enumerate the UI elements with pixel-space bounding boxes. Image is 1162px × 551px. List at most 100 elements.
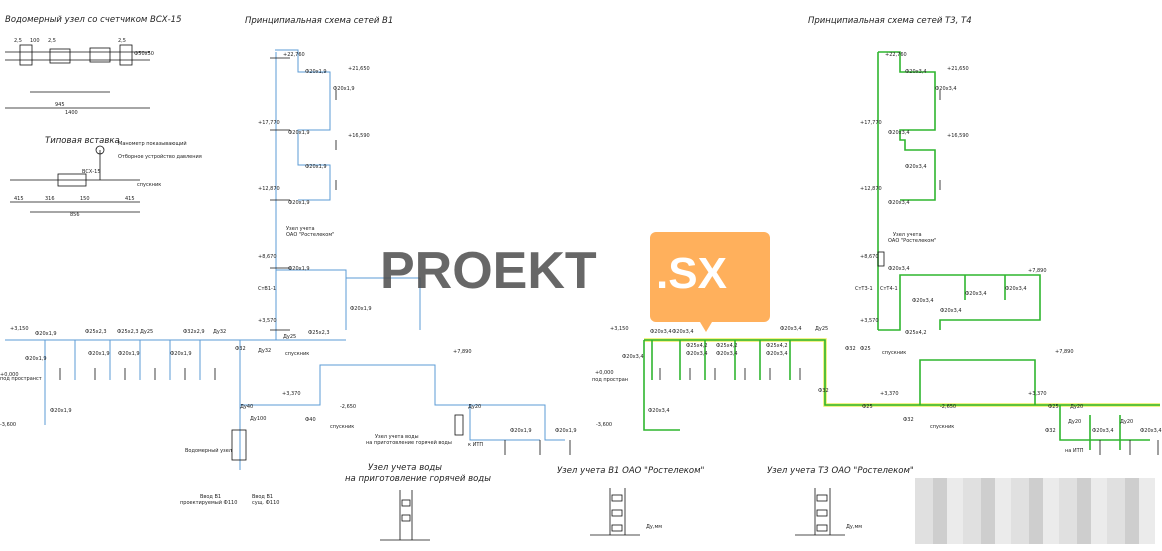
t3-p-19: Ф20х3,4 <box>716 351 738 357</box>
node-t3-note: Ду,мм <box>846 524 862 530</box>
b1-p-9: Ду25 <box>283 334 296 340</box>
b1-p-8: Ф25х2,3 <box>308 330 330 336</box>
b1-el-12: -2,650 <box>340 404 356 410</box>
dim-left-b: 100 <box>30 38 40 44</box>
b1-el-11: +3,370 <box>282 391 301 397</box>
insert-pressure: Отборное устройство давления <box>118 153 202 160</box>
b1-spusk: спускник <box>285 351 309 357</box>
t3-el-13: +7,890 <box>1055 349 1074 355</box>
t3-p-23: Ду25 <box>815 326 828 332</box>
t3-p-7: Ф20х3,4 <box>912 298 934 304</box>
b1-p-14: Ф32х2,9 <box>183 329 205 335</box>
b1-el-4: +16,590 <box>348 133 370 139</box>
t3-p-37: СтТ4-1 <box>880 286 898 292</box>
t3-el-7: +3,570 <box>860 318 879 324</box>
watermark-left: PROEKT <box>380 242 597 300</box>
t3-p-10: Ф20х3,4 <box>1005 286 1027 292</box>
watermark: PROEKT .SX <box>380 232 770 332</box>
b1-p-23: Ду40 <box>240 404 253 410</box>
t3-p-9: Ф20х3,4 <box>940 308 962 314</box>
node-hot-detail <box>380 490 430 541</box>
b1-el-10: -3,600 <box>0 422 16 428</box>
dim-left-c: 2,5 <box>48 38 56 44</box>
b1-el-13: +7,890 <box>453 349 472 355</box>
dim-left-d: 2,5 <box>118 38 126 44</box>
t3-p-1: Ф20х3,4 <box>905 69 927 75</box>
t3-el-8: +3,150 <box>610 326 629 332</box>
b1-p-28: Ф20х1,9 <box>555 428 577 434</box>
dim-left-a: 2,5 <box>14 38 22 44</box>
b1-elevation-marks <box>270 57 290 331</box>
dim-left-total: 945 <box>55 102 65 108</box>
t3-p-13: Ф20х3,4 <box>672 329 694 335</box>
t3-el-10: -3,600 <box>596 422 612 428</box>
water-meter-unit-b1 <box>231 429 247 461</box>
b1-el-8: +3,150 <box>10 326 29 332</box>
t3-p-11: Ф25х4,2 <box>905 330 927 336</box>
water-meter-node: 945 1400 2,5 100 2,5 2,5 Ф50х50 <box>5 38 154 116</box>
b1-p-24: Ду100 <box>250 416 266 422</box>
dim-left-1400: 1400 <box>65 110 78 116</box>
title-node-hot-l2: на приготовление горячей воды <box>345 474 491 484</box>
b1-p-10: Ф20х1,9 <box>35 331 57 337</box>
t3-el-9: +0,000 <box>595 370 614 376</box>
b1-p-13: Ду25 <box>140 329 153 335</box>
b1-risers <box>5 49 565 470</box>
t3-p-25: Ф25 <box>860 346 871 352</box>
b1-p-21: Ф32 <box>235 346 246 352</box>
t3-pod: под простран <box>592 377 628 383</box>
title-node-b1: Узел учета В1 ОАО "Ростелеком" <box>557 466 705 476</box>
b1-p-25: Ф40 <box>305 417 316 423</box>
b1-p-12: Ф25х2,3 <box>117 329 139 335</box>
b1-stubs <box>59 90 571 461</box>
t3-p-20: Ф20х3,4 <box>766 351 788 357</box>
title-insert: Типовая вставка <box>45 136 120 146</box>
t3-p-3: Ф20х3,4 <box>888 130 910 136</box>
left-node-pipe: Ф50х50 <box>134 51 154 57</box>
t3-risers <box>643 51 1160 450</box>
t3-el-1: +22,760 <box>885 52 907 58</box>
b1-el-7: +3,570 <box>258 318 277 324</box>
b1-el-9: +0,000 <box>0 372 19 378</box>
b1-p-19: Ф20х1,9 <box>25 356 47 362</box>
b1-spusk2: спускник <box>330 424 354 430</box>
t3-spusk2: спускник <box>930 424 954 430</box>
t3-p-26: Ф32 <box>818 388 829 394</box>
b1-p-22: Ду32 <box>258 348 271 354</box>
t3-p-34: Ф20х3,4 <box>1092 428 1114 434</box>
t3-p-5: Ф20х3,4 <box>888 200 910 206</box>
insert-vsx: ВСХ-15 <box>82 169 101 175</box>
title-node-hot-l1: Узел учета воды <box>368 463 442 473</box>
title-scheme-b1: Принципиальная схема сетей В1 <box>245 16 393 26</box>
b1-p-29: СтВ1-1 <box>258 286 276 292</box>
t3-p-33: Ду20 <box>1120 419 1133 425</box>
typical-insert: ВСХ-15 Манометр показывающий Отборное ус… <box>10 140 202 218</box>
insert-spusk: спускник <box>137 182 161 188</box>
t3-naitp: на ИТП <box>1065 448 1084 454</box>
b1-p-26: Ду20 <box>468 404 481 410</box>
t3-p-32: Ф32 <box>1045 428 1056 434</box>
t3-p-17: Ф25х4,2 <box>766 343 788 349</box>
b1-el-2: +21,650 <box>348 66 370 72</box>
t3-el-3: +17,770 <box>860 120 882 126</box>
t3-p-18: Ф20х3,4 <box>686 351 708 357</box>
b1-p-27: Ф20х1,9 <box>510 428 532 434</box>
b1-p-4: Ф20х1,9 <box>305 164 327 170</box>
t3-p-2: Ф20х3,4 <box>935 86 957 92</box>
t3-el-4: +16,590 <box>947 133 969 139</box>
b1-el-6: +8,670 <box>258 254 277 260</box>
b1-p-20: Ф20х1,9 <box>50 408 72 414</box>
b1-el-5: +12,870 <box>258 186 280 192</box>
t3-p-8: Ф20х3,4 <box>965 291 987 297</box>
title-left-node: Водомерный узел со счетчиком ВСХ-15 <box>5 15 181 25</box>
t3-p-15: Ф25х4,2 <box>686 343 708 349</box>
title-node-hot: Узел учета воды на приготовление горячей… <box>345 463 491 484</box>
node-t3-detail: Ду,мм <box>795 488 862 536</box>
t3-spusk: спускник <box>882 350 906 356</box>
b1-p-2: Ф20х1,9 <box>333 86 355 92</box>
t3-p-24: Ф32 <box>845 346 856 352</box>
b1-el-3: +17,770 <box>258 120 280 126</box>
